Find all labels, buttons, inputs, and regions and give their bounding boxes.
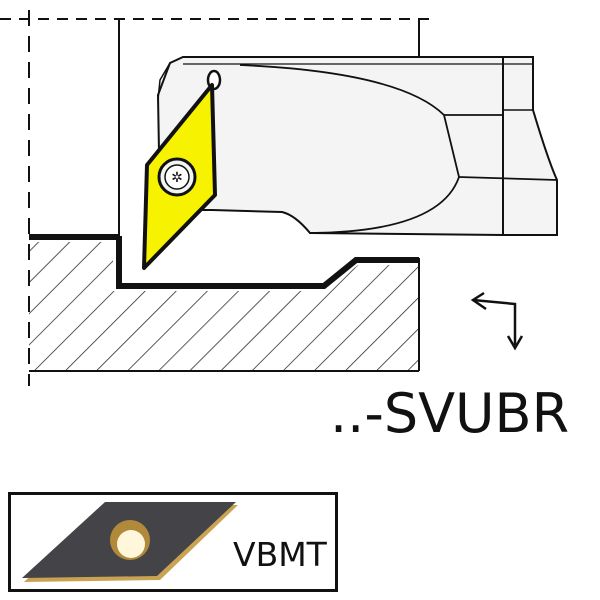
clamp-chamfer (157, 62, 171, 101)
workpiece-section (29, 242, 419, 371)
torx-icon: ✲ (171, 170, 183, 186)
holder-designation: ..-SVUBR (330, 382, 570, 445)
machined-contour (116, 236, 419, 289)
insert-box: VBMT (8, 492, 338, 592)
holder-flat-bottom (458, 176, 558, 181)
feed-arrows-icon (470, 291, 524, 351)
insert-label: VBMT (233, 535, 327, 574)
screw-head (164, 164, 190, 190)
holder-body (156, 56, 558, 236)
